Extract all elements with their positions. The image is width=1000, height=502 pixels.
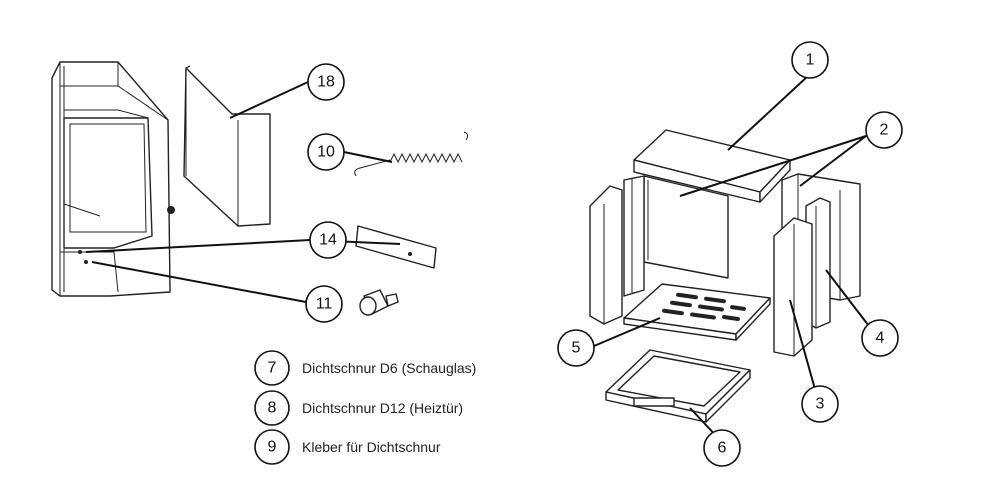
left-outer-brick	[589, 185, 623, 325]
leader-18	[229, 81, 309, 119]
callout-4: 4	[861, 319, 899, 357]
left-side-brick	[623, 175, 645, 297]
callout-18: 18	[307, 63, 345, 101]
leader-14	[85, 239, 311, 253]
heat-shield-plate	[183, 65, 271, 227]
svg-text:14: 14	[319, 232, 337, 249]
cylinder-part	[359, 289, 399, 316]
svg-text:11: 11	[316, 296, 333, 313]
svg-text:6: 6	[718, 440, 727, 457]
leader-4	[825, 269, 873, 331]
legend-item: 8 Dichtschnur D12 (Heiztür)	[254, 390, 463, 426]
svg-text:9: 9	[268, 439, 277, 456]
callout-14: 14	[309, 221, 347, 259]
callout-10: 10	[307, 133, 345, 171]
svg-text:7: 7	[268, 360, 277, 377]
svg-text:4: 4	[876, 330, 885, 347]
callout-6: 6	[703, 429, 741, 467]
callout-2: 2	[865, 111, 903, 149]
svg-text:Dichtschnur D6 (Schauglas): Dichtschnur D6 (Schauglas)	[302, 360, 476, 376]
callout-5: 5	[557, 329, 595, 367]
spring-part	[354, 131, 469, 177]
leader-1	[727, 75, 809, 151]
svg-text:Dichtschnur D12 (Heiztür): Dichtschnur D12 (Heiztür)	[302, 400, 463, 416]
ash-pan	[605, 349, 751, 423]
svg-text:3: 3	[816, 396, 825, 413]
svg-text:2: 2	[880, 122, 889, 139]
svg-text:18: 18	[317, 74, 335, 91]
right-front-brick	[773, 217, 813, 357]
leader-5	[593, 317, 661, 347]
callout-1: 1	[791, 41, 829, 79]
door-frame	[51, 61, 175, 297]
svg-text:1: 1	[806, 52, 815, 69]
svg-text:5: 5	[572, 340, 581, 357]
leader-2a	[679, 135, 867, 197]
legend-item: 9 Kleber für Dichtschnur	[254, 429, 441, 465]
callout-11: 11	[305, 285, 343, 323]
svg-text:8: 8	[268, 400, 277, 417]
grate	[623, 283, 771, 341]
leader-3	[789, 299, 819, 401]
leader-11	[91, 261, 307, 303]
svg-text:10: 10	[317, 144, 335, 161]
leader-10	[343, 151, 393, 163]
legend-item: 7 Dichtschnur D6 (Schauglas)	[254, 350, 476, 386]
svg-text:Kleber für Dichtschnur: Kleber für Dichtschnur	[302, 439, 441, 455]
legend: 7 Dichtschnur D6 (Schauglas) 8 Dichtschn…	[254, 350, 476, 465]
strip-part	[355, 225, 437, 269]
callout-3: 3	[801, 385, 839, 423]
leader-2b	[799, 135, 867, 187]
